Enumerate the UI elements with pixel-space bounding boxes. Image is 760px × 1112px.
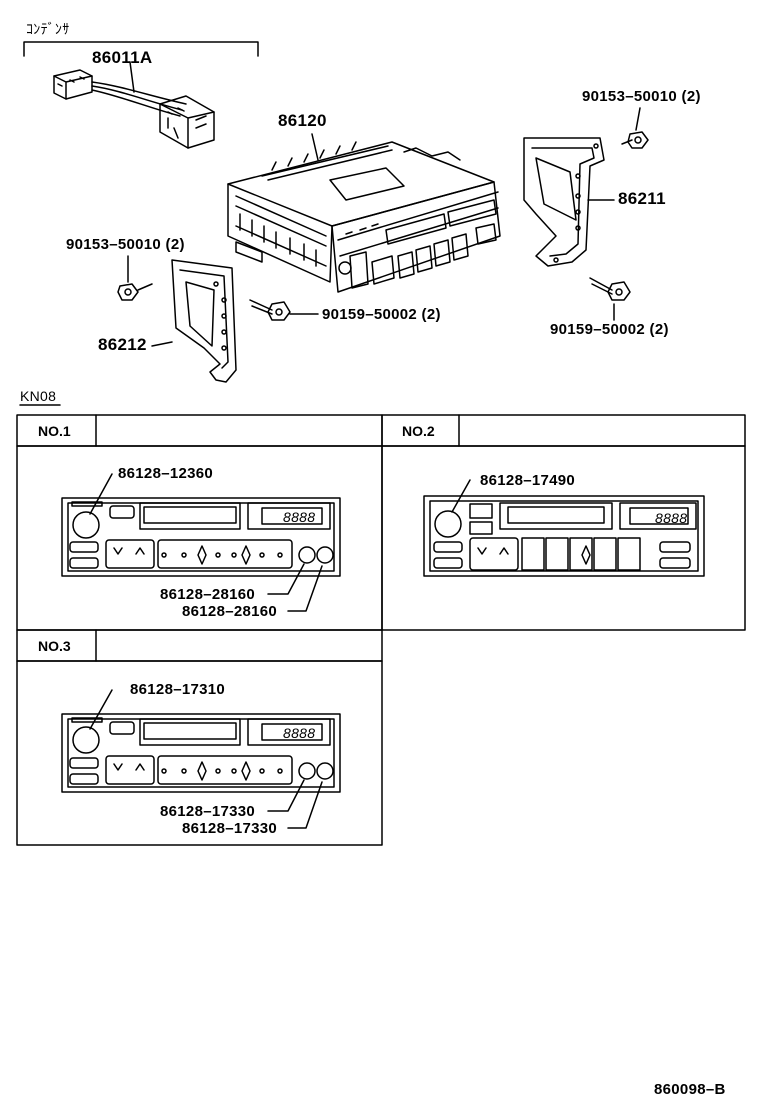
section-code: KN08 <box>20 388 57 404</box>
condenser-bracket-line <box>23 41 259 57</box>
no2-knob-part-label: 86128–17490 <box>480 472 576 489</box>
leader-no3-btn-a <box>267 779 305 812</box>
face-panel-no3 <box>61 713 341 793</box>
part-label-86120: 86120 <box>278 111 327 130</box>
leader-86011a <box>129 61 135 93</box>
leader-no2-knob <box>451 479 471 513</box>
part-label-86011a: 86011A <box>92 48 153 67</box>
leader-86120 <box>311 133 319 161</box>
face-panel-no2 <box>423 495 705 577</box>
part-label-bolt-upper-right: 90153–50010 (2) <box>582 88 701 105</box>
leader-no3-knob <box>89 689 113 730</box>
table-no2-frame <box>381 414 746 631</box>
radio-unit-drawing <box>227 141 501 293</box>
no1-button-part-label-b: 86128–28160 <box>182 603 278 620</box>
part-label-86211: 86211 <box>618 189 666 208</box>
no2-display-readout: 8888 <box>655 510 688 526</box>
wire-harness-drawing <box>53 69 215 149</box>
part-label-screw-right: 90159–50002 (2) <box>550 321 669 338</box>
no3-button-part-label-b: 86128–17330 <box>182 820 278 837</box>
left-bracket-drawing <box>171 259 237 383</box>
bolt-left-drawing <box>117 283 153 301</box>
table-header-no1: NO.1 <box>38 423 71 439</box>
table-header-no2: NO.2 <box>402 423 435 439</box>
leader-no1-btn-a <box>267 563 305 595</box>
table-header-no3: NO.3 <box>38 638 71 654</box>
table-no3-frame <box>16 629 383 846</box>
bolt-upper-right-drawing <box>621 131 649 149</box>
leader-no3-btn-b <box>287 781 323 829</box>
diagram-code: 860098–B <box>654 1081 726 1098</box>
no3-button-part-label-a: 86128–17330 <box>160 803 256 820</box>
face-panel-no1 <box>61 497 341 577</box>
part-label-screw-mid: 90159–50002 (2) <box>322 306 441 323</box>
screw-right-drawing <box>589 277 631 301</box>
no3-knob-part-label: 86128–17310 <box>130 681 226 698</box>
no3-display-readout: 8888 <box>283 725 316 741</box>
no1-knob-part-label: 86128–12360 <box>118 465 214 482</box>
part-label-86212: 86212 <box>98 335 147 354</box>
no1-button-part-label-a: 86128–28160 <box>160 586 256 603</box>
screw-mid-drawing <box>249 299 291 321</box>
no1-display-readout: 8888 <box>283 509 316 525</box>
leader-no1-btn-b <box>287 565 323 612</box>
leader-no1-knob <box>89 473 113 515</box>
leader-bolt-upper-right <box>635 107 641 131</box>
part-label-bolt-left: 90153–50010 (2) <box>66 236 185 253</box>
condenser-label: ｺﾝﾃﾞﾝｻ <box>26 21 70 37</box>
right-bracket-drawing <box>523 137 605 267</box>
leader-86212 <box>151 341 173 347</box>
